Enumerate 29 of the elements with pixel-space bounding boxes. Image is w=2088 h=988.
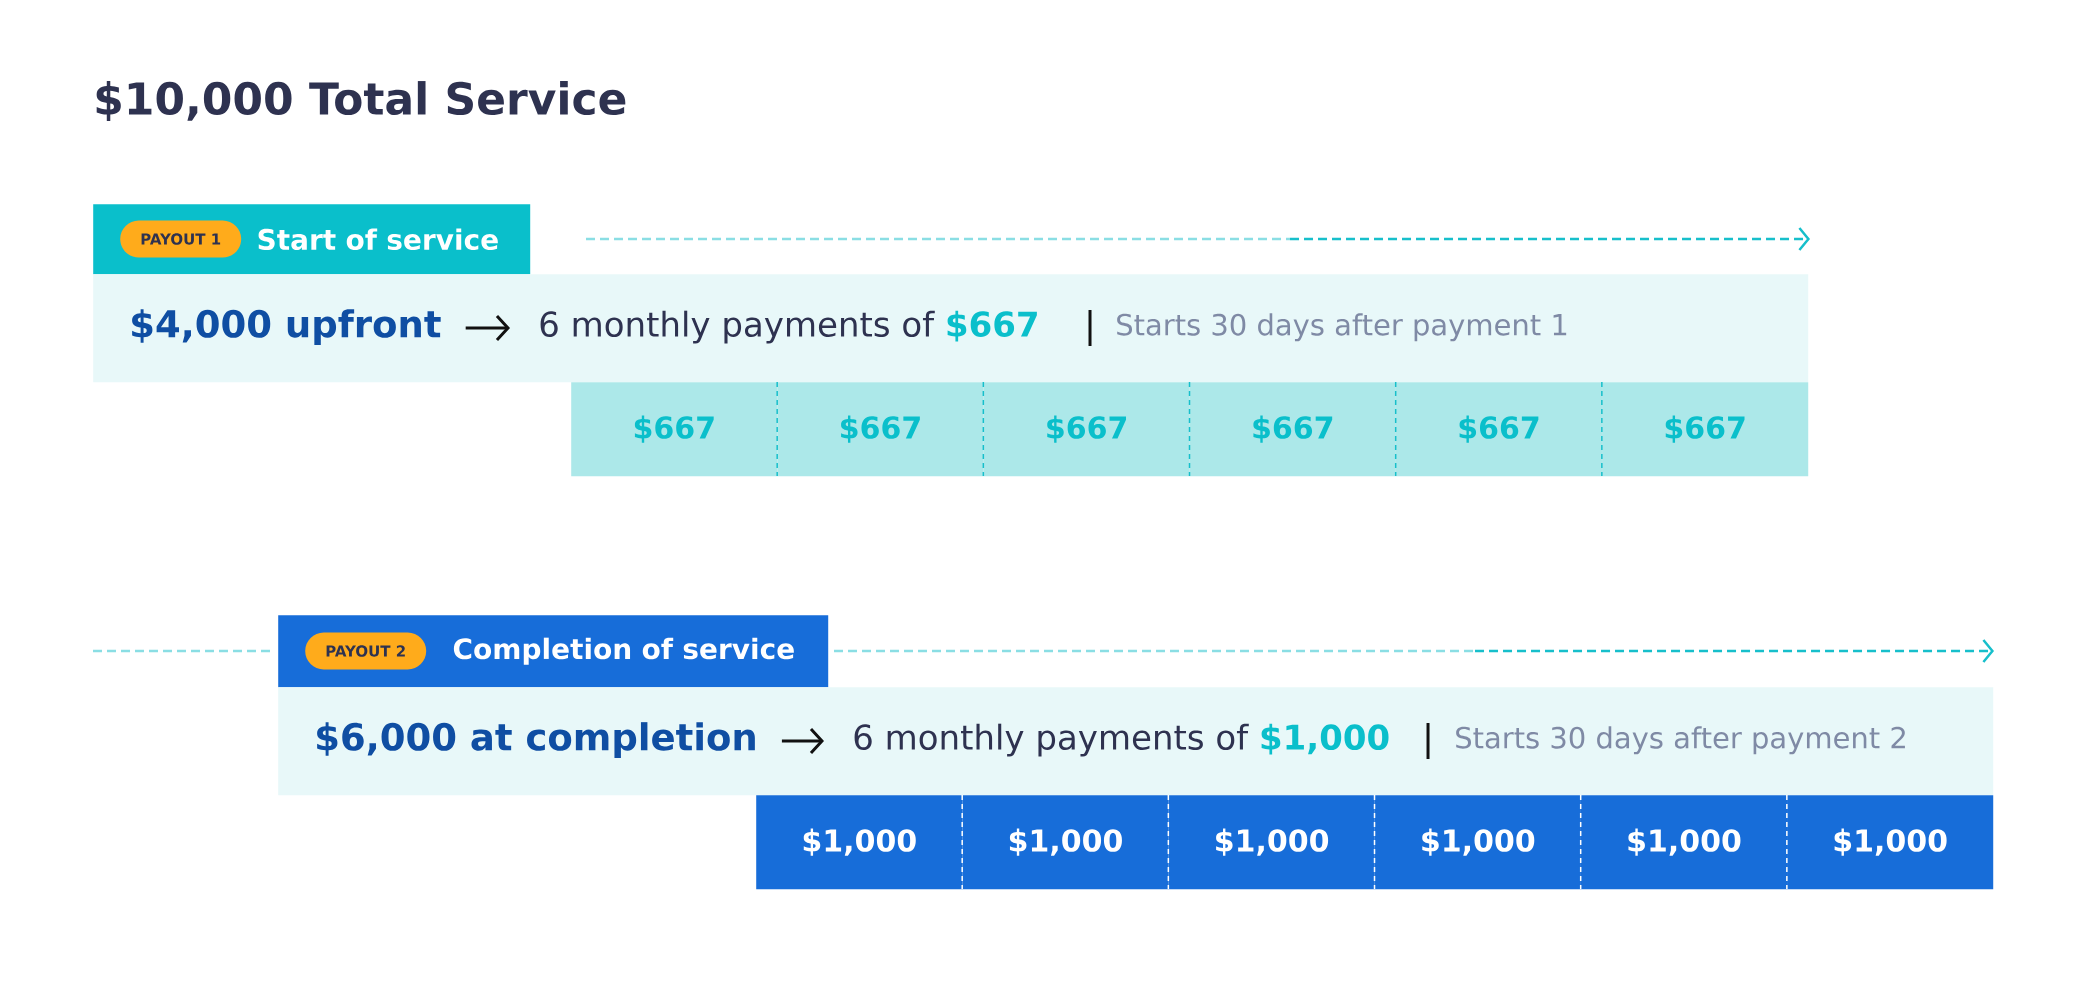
payment-cell: $1,000 bbox=[1580, 795, 1788, 890]
info-band bbox=[278, 687, 1994, 796]
note-text: Starts 30 days after payment 1 bbox=[1117, 313, 1567, 342]
payment-cell: $1,000 bbox=[1374, 795, 1581, 890]
arrow bbox=[465, 315, 510, 341]
node-label: $1,000 bbox=[1009, 828, 1122, 856]
payment-cell: $667 bbox=[983, 382, 1190, 477]
payment-cell: $667 bbox=[571, 382, 778, 477]
payment-cell: $667 bbox=[1602, 382, 1809, 477]
arrow bbox=[781, 728, 824, 755]
payment-cell: $667 bbox=[1395, 382, 1603, 477]
node-label: $667 bbox=[841, 415, 920, 443]
note-text: Starts 30 days after payment 2 bbox=[1456, 726, 1905, 755]
info-band bbox=[93, 274, 1809, 383]
node-label: $667 bbox=[1459, 415, 1539, 443]
payment-text: 6 monthly payments of $667 bbox=[540, 310, 1037, 344]
amount-text: $4,000 upfront bbox=[132, 309, 441, 345]
payment-text: 6 monthly payments of $1,000 bbox=[854, 723, 1389, 757]
payment-cell: $1,000 bbox=[756, 795, 963, 890]
payment-cell: $667 bbox=[1189, 382, 1396, 477]
amount-text: $6,000 at completion bbox=[317, 722, 755, 758]
node-label: $1,000 bbox=[1628, 828, 1741, 856]
payment-cell: $667 bbox=[777, 382, 984, 477]
payment-cell: $1,000 bbox=[1168, 795, 1375, 890]
payment-cell: $1,000 bbox=[1787, 795, 1994, 890]
node-label: $1,000 bbox=[1834, 828, 1947, 856]
title: $10,000 Total Service bbox=[96, 81, 626, 121]
node-label: $667 bbox=[1665, 415, 1745, 443]
payment-cell: $1,000 bbox=[962, 795, 1169, 890]
